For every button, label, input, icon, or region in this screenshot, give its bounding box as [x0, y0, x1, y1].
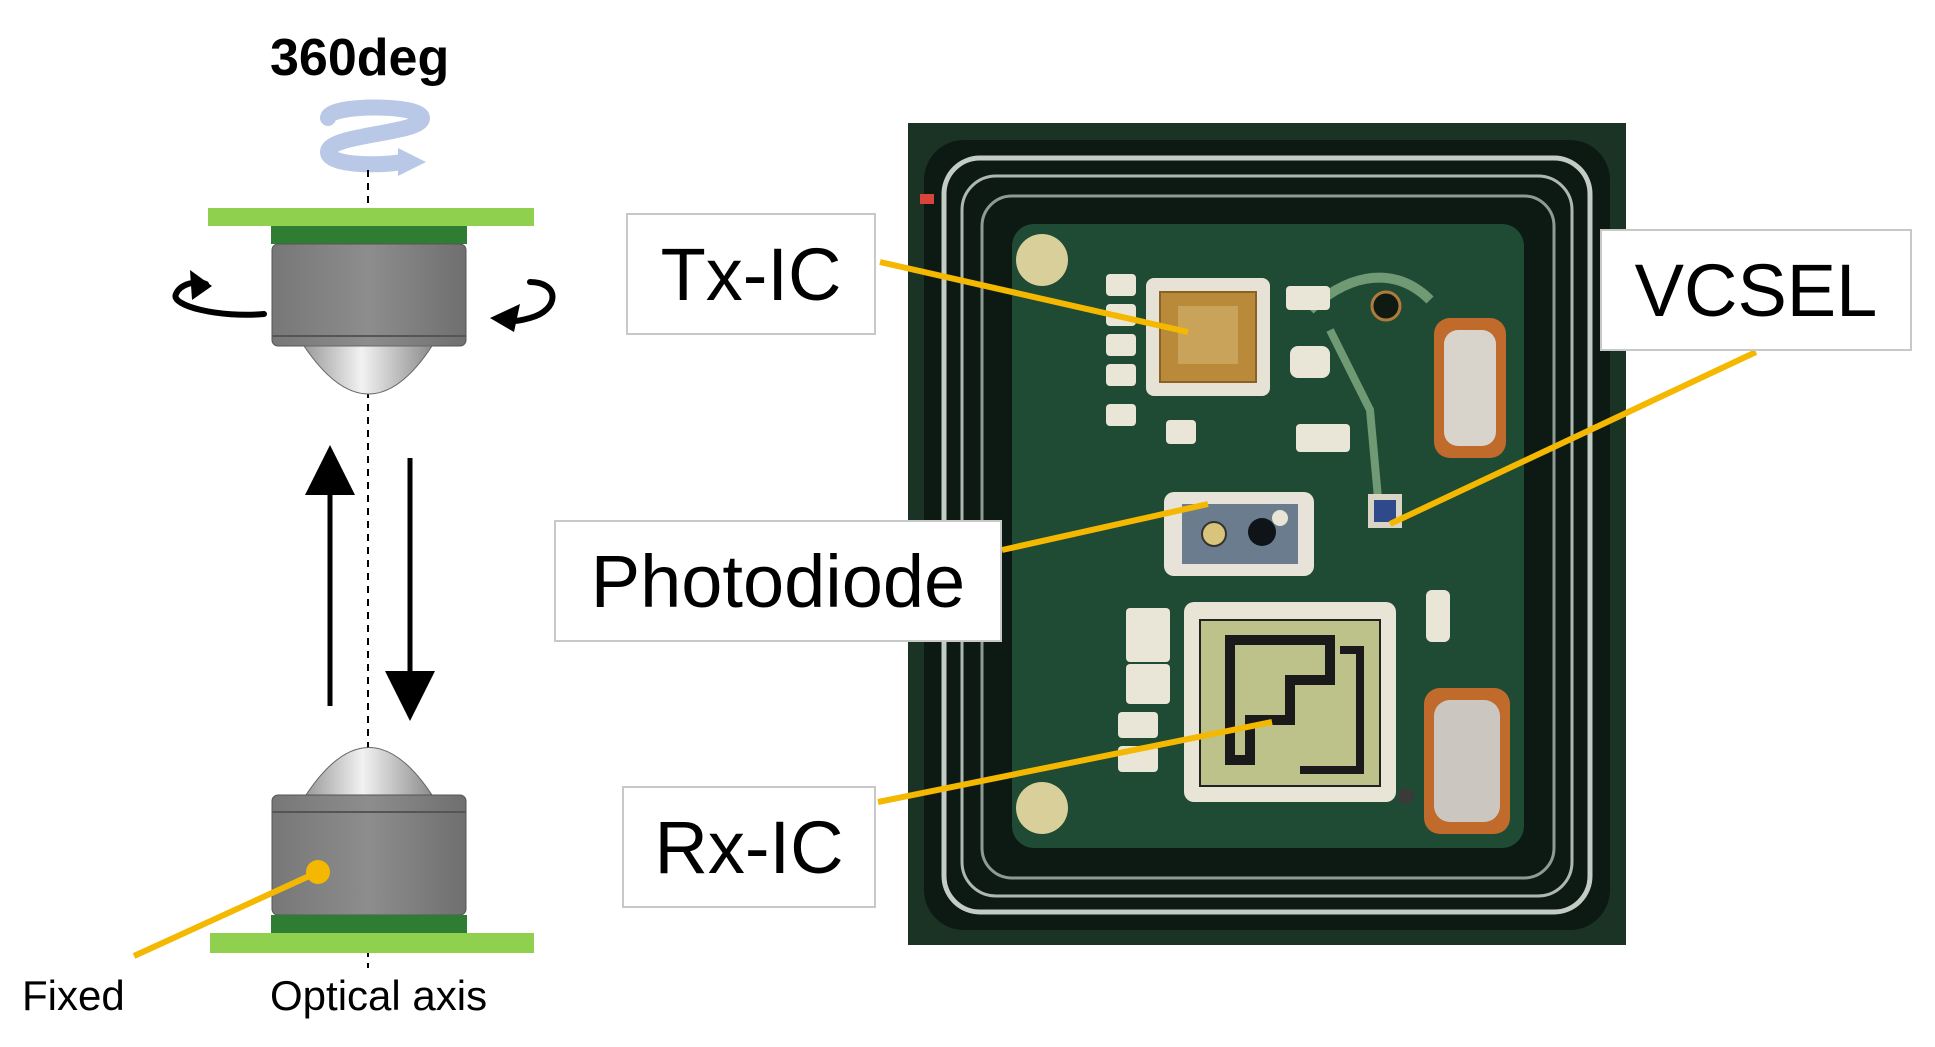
rotation-label: 360deg: [270, 29, 450, 87]
tx-ic-callout: Tx-IC: [626, 213, 876, 335]
fixed-point-marker: [306, 860, 330, 884]
fixed-leader-line: [132, 869, 320, 959]
rotating-module: [208, 208, 534, 395]
fixed-label: Fixed: [22, 972, 125, 1019]
rx-ic-leader-line: [877, 719, 1273, 805]
twist-arrow-left-icon: [172, 270, 267, 318]
board-photo: [908, 123, 1626, 945]
tx-ic-leader-line: [879, 259, 1189, 335]
twist-arrow-right-icon: [490, 279, 556, 332]
rx-ic-callout: Rx-IC: [622, 786, 876, 908]
vcsel-callout: VCSEL: [1600, 229, 1912, 351]
rotation-arrow-icon: [319, 99, 431, 176]
photodiode-leader-line: [1001, 501, 1209, 553]
vcsel-leader-line: [1388, 349, 1758, 527]
fixed-module: [210, 747, 534, 953]
optical-axis-label: Optical axis: [270, 972, 488, 1019]
photodiode-callout: Photodiode: [554, 520, 1002, 642]
